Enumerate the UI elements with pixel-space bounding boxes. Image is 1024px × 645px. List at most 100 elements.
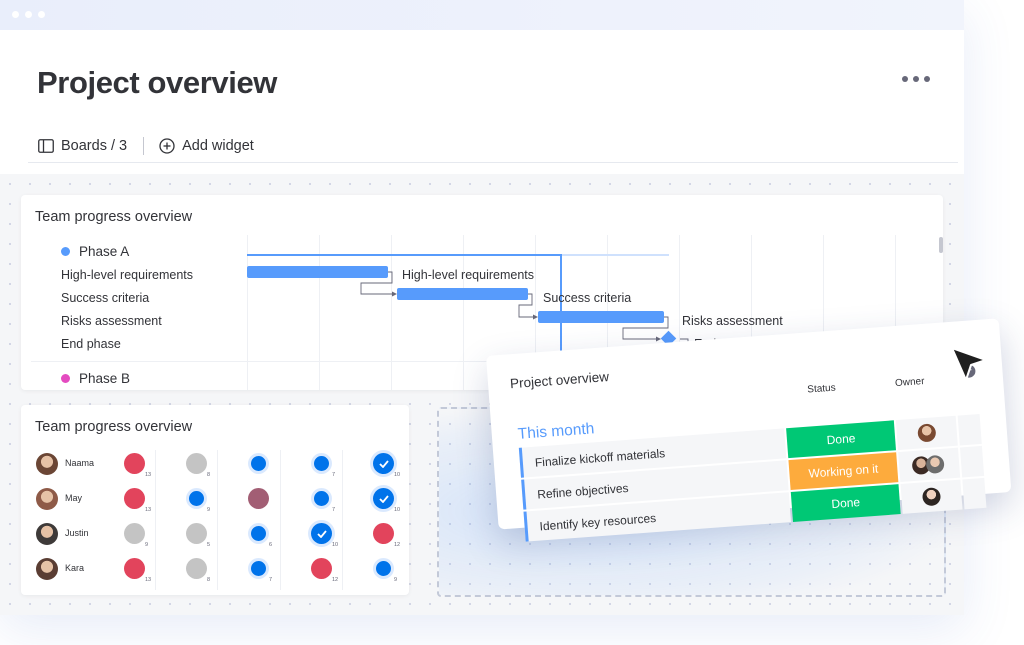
progress-count: 10: [332, 542, 339, 548]
status-circle: [124, 558, 145, 579]
avatar: [36, 488, 58, 510]
avatar: [36, 523, 58, 545]
progress-count: 9: [145, 542, 149, 548]
gantt-phase-b[interactable]: Phase B: [61, 371, 130, 386]
gantt-scrollbar[interactable]: [939, 237, 943, 253]
progress-cell[interactable]: 13: [114, 553, 154, 587]
status-circle: [248, 488, 269, 509]
gantt-bar-high-level-requirements[interactable]: [247, 266, 388, 278]
avatar: [921, 487, 942, 507]
status-circle-check: [373, 453, 394, 474]
team-progress-widget[interactable]: Team progress overview: [21, 405, 409, 595]
dashboard-toolbar: Boards / 3 Add widget: [38, 135, 254, 157]
progress-cell[interactable]: [238, 448, 278, 482]
gantt-phase-a[interactable]: Phase A: [61, 244, 129, 259]
gantt-widget-title: Team progress overview: [35, 209, 193, 225]
progress-count: 7: [269, 577, 273, 583]
empty-cell[interactable]: [962, 477, 987, 510]
boards-button[interactable]: Boards / 3: [38, 138, 127, 154]
window-dot[interactable]: [12, 11, 19, 18]
status-circle: [124, 523, 145, 544]
gantt-bar-label: Risks assessment: [682, 314, 783, 328]
gantt-grid-line: [679, 235, 680, 390]
gantt-grid-line: [895, 235, 896, 390]
owner-cell[interactable]: [898, 447, 961, 482]
empty-cell[interactable]: [959, 445, 985, 478]
progress-cell[interactable]: 12: [301, 553, 341, 587]
owner-cell[interactable]: [900, 479, 963, 514]
team-column-divider: [280, 450, 281, 590]
gantt-grid-line: [391, 235, 392, 390]
progress-cell[interactable]: 6: [238, 518, 278, 552]
owner-cell[interactable]: [895, 415, 958, 451]
progress-count: 10: [394, 507, 401, 513]
progress-cell[interactable]: 7: [301, 483, 341, 517]
progress-cell[interactable]: 9: [176, 483, 216, 517]
window-dot[interactable]: [38, 11, 45, 18]
phase-a-label: Phase A: [79, 244, 130, 259]
status-circle: [251, 561, 266, 576]
team-column-divider: [342, 450, 343, 590]
progress-count: 13: [145, 507, 152, 513]
progress-count: 8: [207, 472, 211, 478]
progress-cell[interactable]: 12: [363, 518, 403, 552]
progress-cell[interactable]: [238, 483, 278, 517]
avatar: [36, 558, 58, 580]
gantt-task-label: Risks assessment: [61, 314, 162, 328]
gantt-grid-line: [319, 235, 320, 390]
gantt-bar-success-criteria[interactable]: [397, 288, 528, 300]
progress-count: 6: [269, 542, 273, 548]
boards-label: Boards / 3: [61, 138, 128, 154]
progress-cell[interactable]: 10: [363, 483, 403, 517]
add-widget-label: Add widget: [182, 138, 254, 154]
gantt-bar-label: High-level requirements: [402, 268, 535, 282]
avatar: [917, 423, 937, 443]
progress-cell[interactable]: 10: [363, 448, 403, 482]
team-column-divider: [155, 450, 156, 590]
add-icon: [159, 138, 175, 154]
status-circle: [376, 561, 391, 576]
progress-cell[interactable]: 9: [363, 553, 403, 587]
progress-cell[interactable]: 7: [301, 448, 341, 482]
check-icon: [316, 529, 327, 538]
progress-cell[interactable]: 5: [176, 518, 216, 552]
add-widget-button[interactable]: Add widget: [159, 138, 254, 154]
status-circle: [186, 523, 207, 544]
progress-count: 9: [207, 507, 211, 513]
group-title[interactable]: This month: [517, 420, 595, 443]
gantt-grid-line: [535, 235, 536, 390]
window-dot[interactable]: [25, 11, 32, 18]
status-circle-check: [373, 488, 394, 509]
status-column-header: Status: [806, 382, 837, 396]
avatar: [925, 454, 945, 475]
progress-cell[interactable]: 13: [114, 483, 154, 517]
progress-cell[interactable]: 8: [176, 553, 216, 587]
status-circle: [186, 453, 207, 474]
phase-b-label: Phase B: [79, 371, 131, 386]
header-divider: [28, 162, 958, 163]
progress-cell[interactable]: 7: [238, 553, 278, 587]
progress-cell[interactable]: 9: [114, 518, 154, 552]
progress-count: 12: [332, 577, 339, 583]
gantt-grid-line: [463, 235, 464, 390]
owner-column-header: Owner: [894, 375, 925, 390]
progress-count: 13: [145, 577, 152, 583]
status-circle: [314, 456, 329, 471]
progress-count: 7: [332, 472, 336, 478]
gantt-bar-risks-assessment[interactable]: [538, 311, 664, 323]
more-options-icon[interactable]: [902, 76, 930, 82]
toolbar-divider: [143, 137, 145, 155]
empty-cell[interactable]: [957, 414, 982, 446]
gantt-bar-label: Success criteria: [543, 291, 632, 305]
progress-cell[interactable]: 8: [176, 448, 216, 482]
gantt-grid-line: [823, 235, 824, 390]
team-widget-title: Team progress overview: [35, 419, 193, 435]
status-circle: [373, 523, 394, 544]
progress-count: 9: [394, 577, 398, 583]
progress-cell[interactable]: 13: [114, 448, 154, 482]
progress-cell[interactable]: 10: [301, 518, 341, 552]
